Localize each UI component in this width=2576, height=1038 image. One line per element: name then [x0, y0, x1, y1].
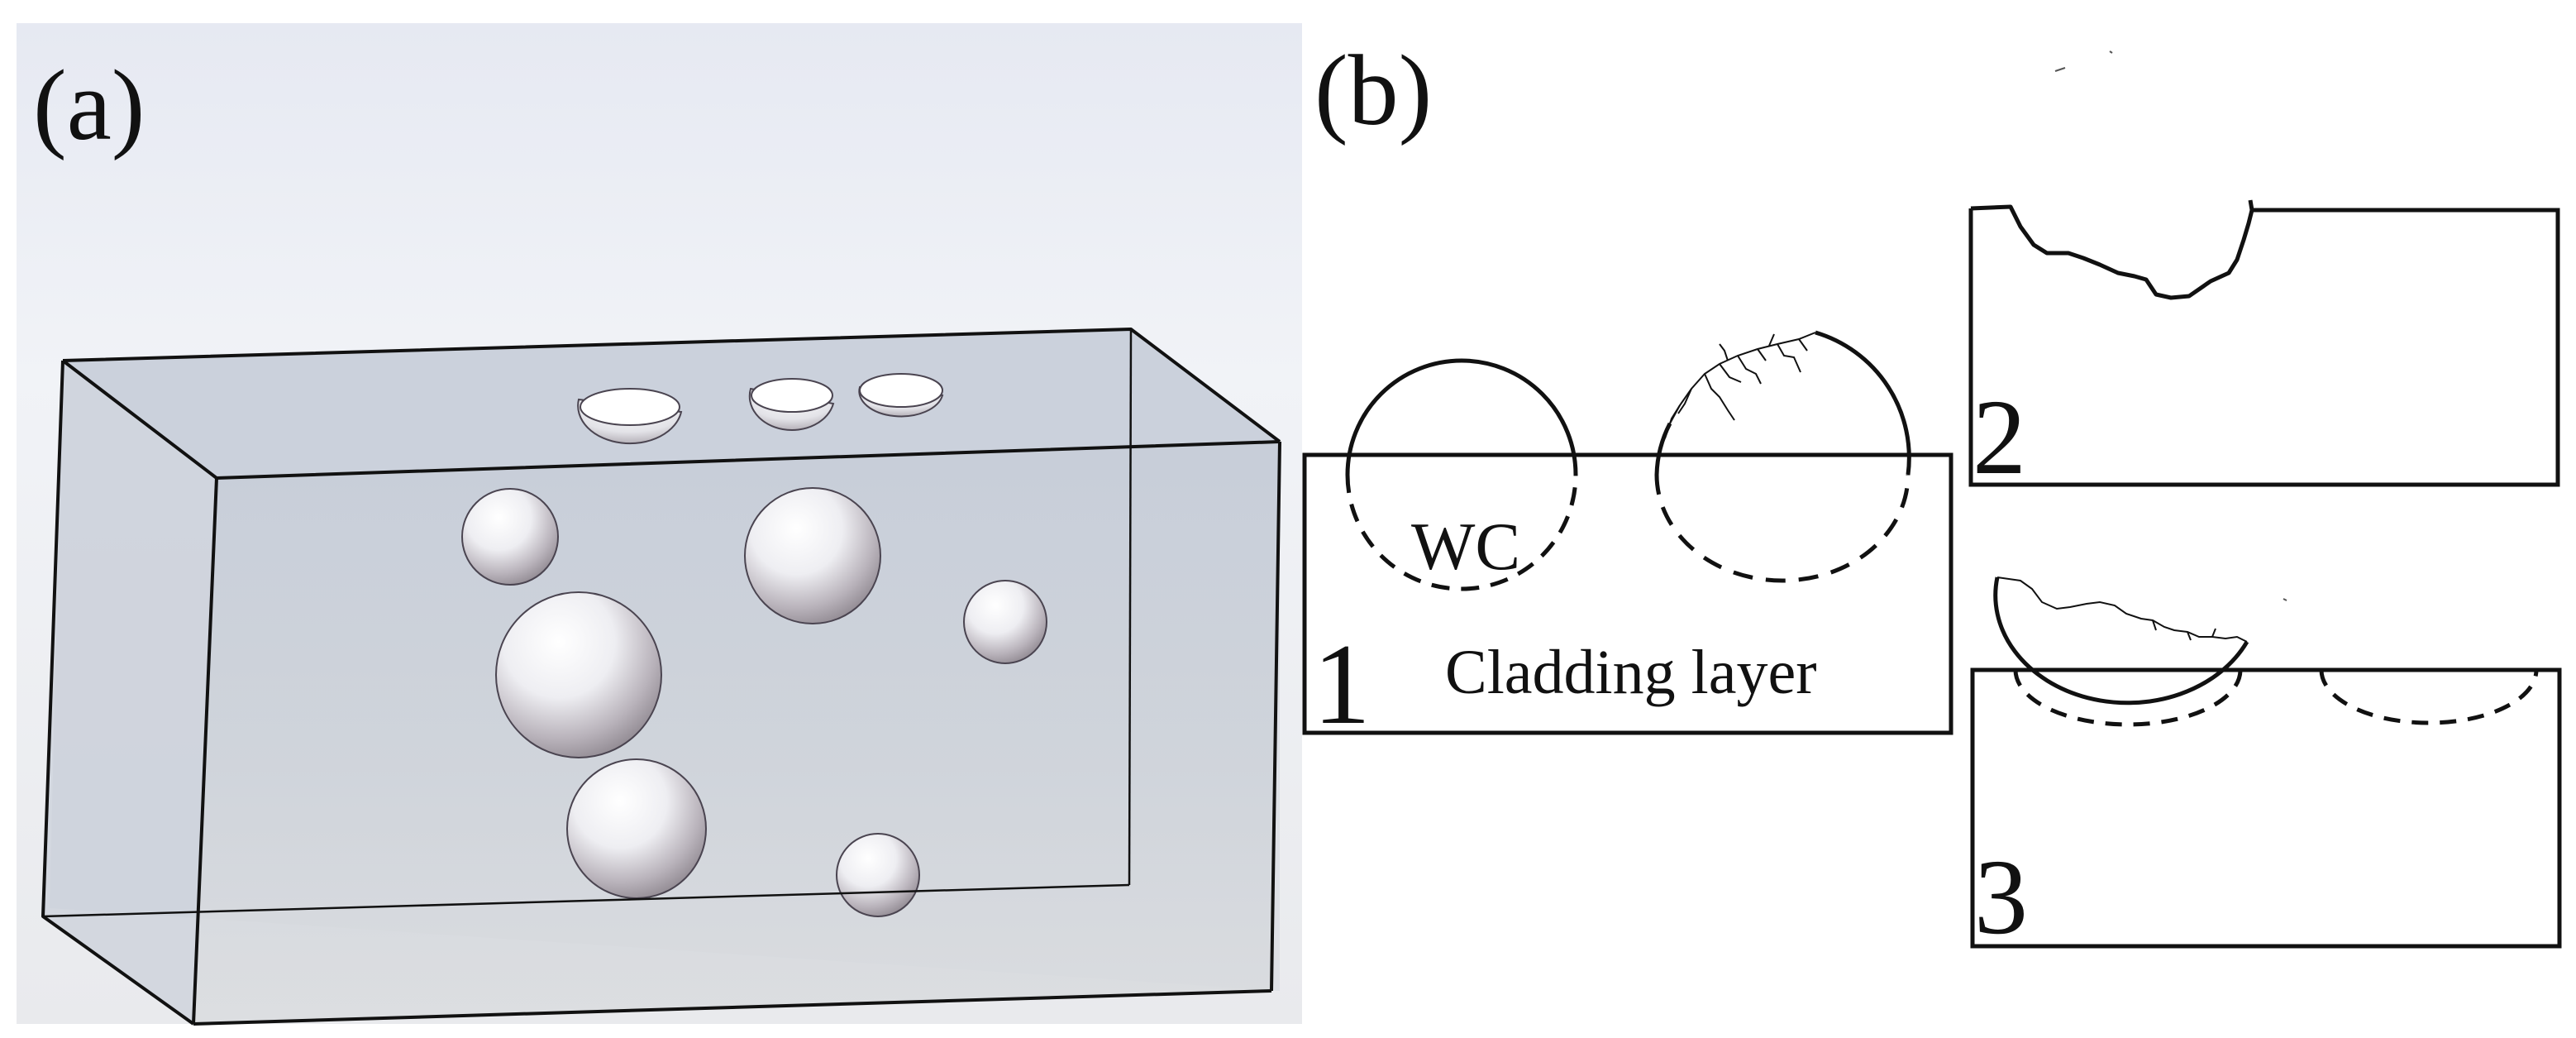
crack-profile-3	[1996, 576, 2248, 643]
stray-specks	[2054, 50, 2287, 601]
subfigure-1-number: 1	[1313, 620, 1371, 749]
wc-particle-sphere	[461, 488, 559, 586]
wc-particles	[461, 373, 1047, 917]
wc-label: WC	[1411, 509, 1520, 584]
wc-particle-left	[1345, 358, 1578, 591]
wc-particle-sphere	[566, 758, 707, 899]
panel-b: (b) WC	[1302, 35, 2562, 957]
panel-b-label: (b)	[1314, 35, 1432, 146]
wc-particle-sphere	[836, 833, 920, 917]
wc-particle-detached-socket	[2013, 669, 2243, 727]
subfigure-3-number: 3	[1974, 838, 2028, 957]
panel-a: (a)	[17, 23, 1302, 1026]
wc-particle-cap	[858, 373, 944, 418]
subfigure-2: 2	[1968, 199, 2560, 497]
crack-branch	[2152, 619, 2216, 641]
subfigure-1: WC 1 Cladding layer	[1302, 330, 1953, 749]
box-front-face	[193, 442, 1280, 1024]
box-left-face	[43, 361, 217, 1024]
wc-particle-sphere	[744, 487, 881, 624]
empty-socket	[2319, 669, 2539, 725]
panel-a-label: (a)	[33, 50, 145, 161]
subfigure-3: 3	[1970, 576, 2562, 957]
box-edges	[41, 328, 1281, 1026]
cladding-layer-label: Cladding layer	[1445, 638, 1817, 707]
worn-surface-profile	[1970, 199, 2254, 300]
cladding-layer-rect	[1302, 452, 1953, 735]
subfigure-3-outline	[1970, 667, 2562, 949]
wc-particle-sphere	[963, 580, 1047, 664]
subfigure-2-outline	[1968, 208, 2560, 487]
wc-particle-cap	[577, 388, 683, 445]
wc-particle-sphere	[495, 591, 662, 758]
crack-network	[1664, 332, 1816, 439]
wc-particle-cap	[748, 378, 835, 431]
wc-particle-detached-top	[1993, 576, 2249, 706]
subfigure-2-number: 2	[1973, 378, 2026, 497]
